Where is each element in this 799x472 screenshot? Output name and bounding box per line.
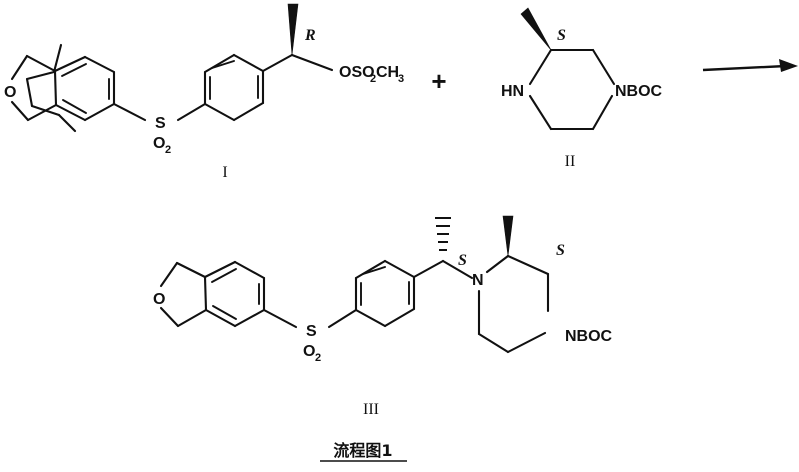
methyl-bold-wedge-II [520,7,552,51]
methyl-bold-wedge-III [502,215,514,257]
arrow-head-icon [779,59,798,72]
piperazine-nh-label-II: HN [501,83,524,100]
piperazine-ring-II [528,48,616,131]
bond-sulfonyl-to-phenyl-I [176,102,207,122]
stereo-descriptor-R-I: R [304,27,316,44]
structure-number-I: I [222,164,227,181]
structure-number-III: III [363,401,379,418]
piperazine-n-label-III: N [472,272,484,289]
piperazine-nboc-label-II: NBOC [615,83,663,100]
mesylate-sub-3: 3 [398,73,404,85]
structure-II: S HN NBOC II [501,7,663,170]
bond-phenyl-to-stereocenter-III [412,259,445,279]
sulfonyl-s-label-I: S [155,115,166,132]
phthalan-oxygen-label-I: O [4,84,16,101]
bond-aryl-to-sulfonyl-I [112,102,147,122]
phthalan-oxygen-label-III: O [153,291,165,308]
caption-label: 流程图1 [333,441,392,460]
structure-III: O S O 2 S [153,215,613,418]
stereo-descriptor-S-II: S [557,27,566,44]
mesylate-ch-text: CH [376,64,399,81]
piperazine-nboc-label-III: NBOC [565,328,613,345]
reaction-arrow [702,59,798,72]
structure-I: O S O 2 R OSO 2 CH 3 [4,3,404,181]
sulfonyl-o-label-III: O [303,343,315,360]
bond-sulfonyl-to-phenyl-III [327,308,358,329]
sulfonyl-o2-subscript-III: 2 [315,352,321,364]
bond-phenyl-to-stereocenter-I [261,53,294,73]
mesylate-oso-text: OSO [339,64,375,81]
sulfonyl-o2-subscript-I: 2 [165,144,171,156]
mesylate-sub-2: 2 [370,73,376,85]
phenyl-ring-III [354,259,416,328]
stereo-descriptor-S-right-III: S [556,242,565,259]
phthalan-ring-I [10,43,116,133]
phthalan-ring-III [159,260,266,328]
sulfonyl-s-label-III: S [306,323,317,340]
structure-number-II: II [565,153,576,170]
phenyl-ring-I [203,53,265,122]
methyl-hashed-wedge-III [435,217,451,251]
figure-caption: 流程图1 [320,441,407,462]
methyl-bold-wedge-I [287,3,299,56]
sulfonyl-o-label-I: O [153,135,165,152]
mesylate-label-I: OSO 2 CH 3 [339,64,404,85]
bond-stereocenter-to-mesylate-I [290,53,334,72]
plus-operator: + [431,66,446,96]
piperazine-ring-III [477,254,550,354]
bond-aryl-to-sulfonyl-III [262,308,298,329]
stereo-descriptor-S-left-III: S [458,252,467,269]
bond-stereocenter-to-piperazine-N-III [441,259,474,280]
